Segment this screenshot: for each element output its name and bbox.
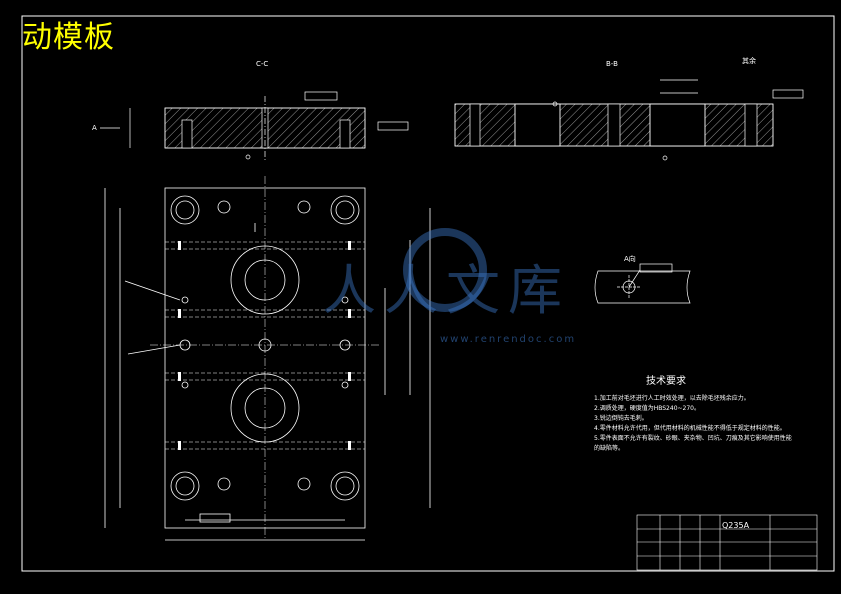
plan-view (104, 176, 431, 541)
drawing-title: 动模板 (22, 20, 115, 55)
section-bb-label: B-B (606, 60, 618, 68)
tech-requirements-list: 1.加工前对毛坯进行人工时效处理，以去除毛坯残余应力。 2.调质处理，硬度值为H… (594, 394, 792, 454)
title-block (636, 514, 818, 571)
tech-requirements-title: 技术要求 (646, 376, 686, 387)
section-cc (100, 91, 409, 160)
a-view-label: A向 (624, 255, 636, 263)
a-view-detail (594, 263, 691, 304)
watermark-logo-icon (403, 228, 487, 312)
tech-requirement-item: 5.零件表面不允许有裂纹、砂眼、夹杂物、凹坑、刀痕及其它影响使用性能的缺陷等。 (594, 435, 792, 452)
a-view-callout: A (92, 124, 97, 132)
title-block-material: Q235A (722, 521, 750, 530)
section-bb-note: 其余 (742, 57, 756, 65)
drawing-border (21, 15, 835, 572)
section-cc-label: C-C (256, 60, 269, 68)
watermark-url: www.renrendoc.com (440, 334, 577, 345)
tech-requirement-item: 4.零件材料允许代用，但代用材料的机械性能不得低于规定材料的性能。 (594, 425, 786, 432)
watermark-text: 人人文库 (322, 259, 570, 322)
tech-requirement-item: 2.调质处理，硬度值为HBS240~270。 (594, 405, 700, 412)
tech-requirement-item: 3.锐边倒钝去毛刺。 (594, 415, 648, 422)
tech-requirement-item: 1.加工前对毛坯进行人工时效处理，以去除毛坯残余应力。 (594, 395, 750, 402)
section-bb (454, 79, 804, 161)
